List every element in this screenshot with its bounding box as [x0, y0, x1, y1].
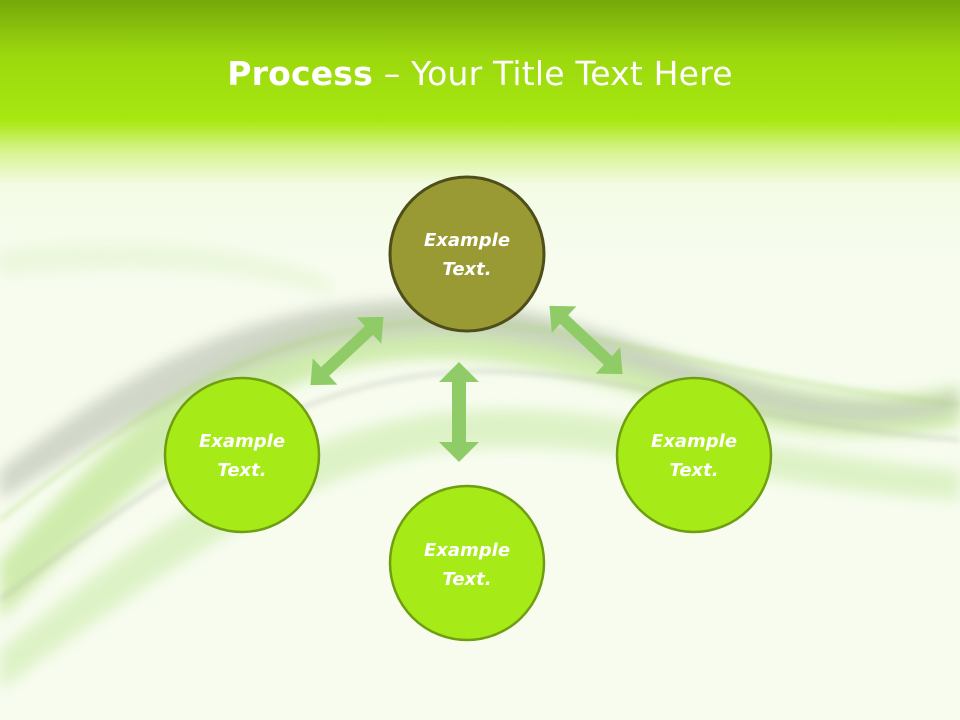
- node-left-line1: Example: [199, 431, 285, 452]
- node-top-line1: Example: [424, 230, 510, 251]
- process-node-top: Example Text.: [388, 175, 546, 333]
- process-node-right: Example Text.: [615, 376, 773, 534]
- process-node-bottom: Example Text.: [388, 484, 546, 642]
- node-right-line1: Example: [651, 431, 737, 452]
- node-bottom-line1: Example: [424, 540, 510, 561]
- node-bottom-line2: Text.: [442, 569, 491, 590]
- node-top-line2: Text.: [442, 259, 491, 280]
- title-separator: –: [373, 54, 412, 93]
- process-node-left: Example Text.: [163, 376, 321, 534]
- arrow-top-right: [549, 305, 623, 375]
- slide-title: Process – Your Title Text Here: [0, 52, 960, 96]
- arrow-vertical: [439, 362, 479, 462]
- node-left-line2: Text.: [217, 460, 266, 481]
- title-bold: Process: [227, 54, 373, 93]
- arrow-top-left: [310, 316, 384, 386]
- node-right-line2: Text.: [669, 460, 718, 481]
- title-text: Your Title Text Here: [411, 54, 733, 93]
